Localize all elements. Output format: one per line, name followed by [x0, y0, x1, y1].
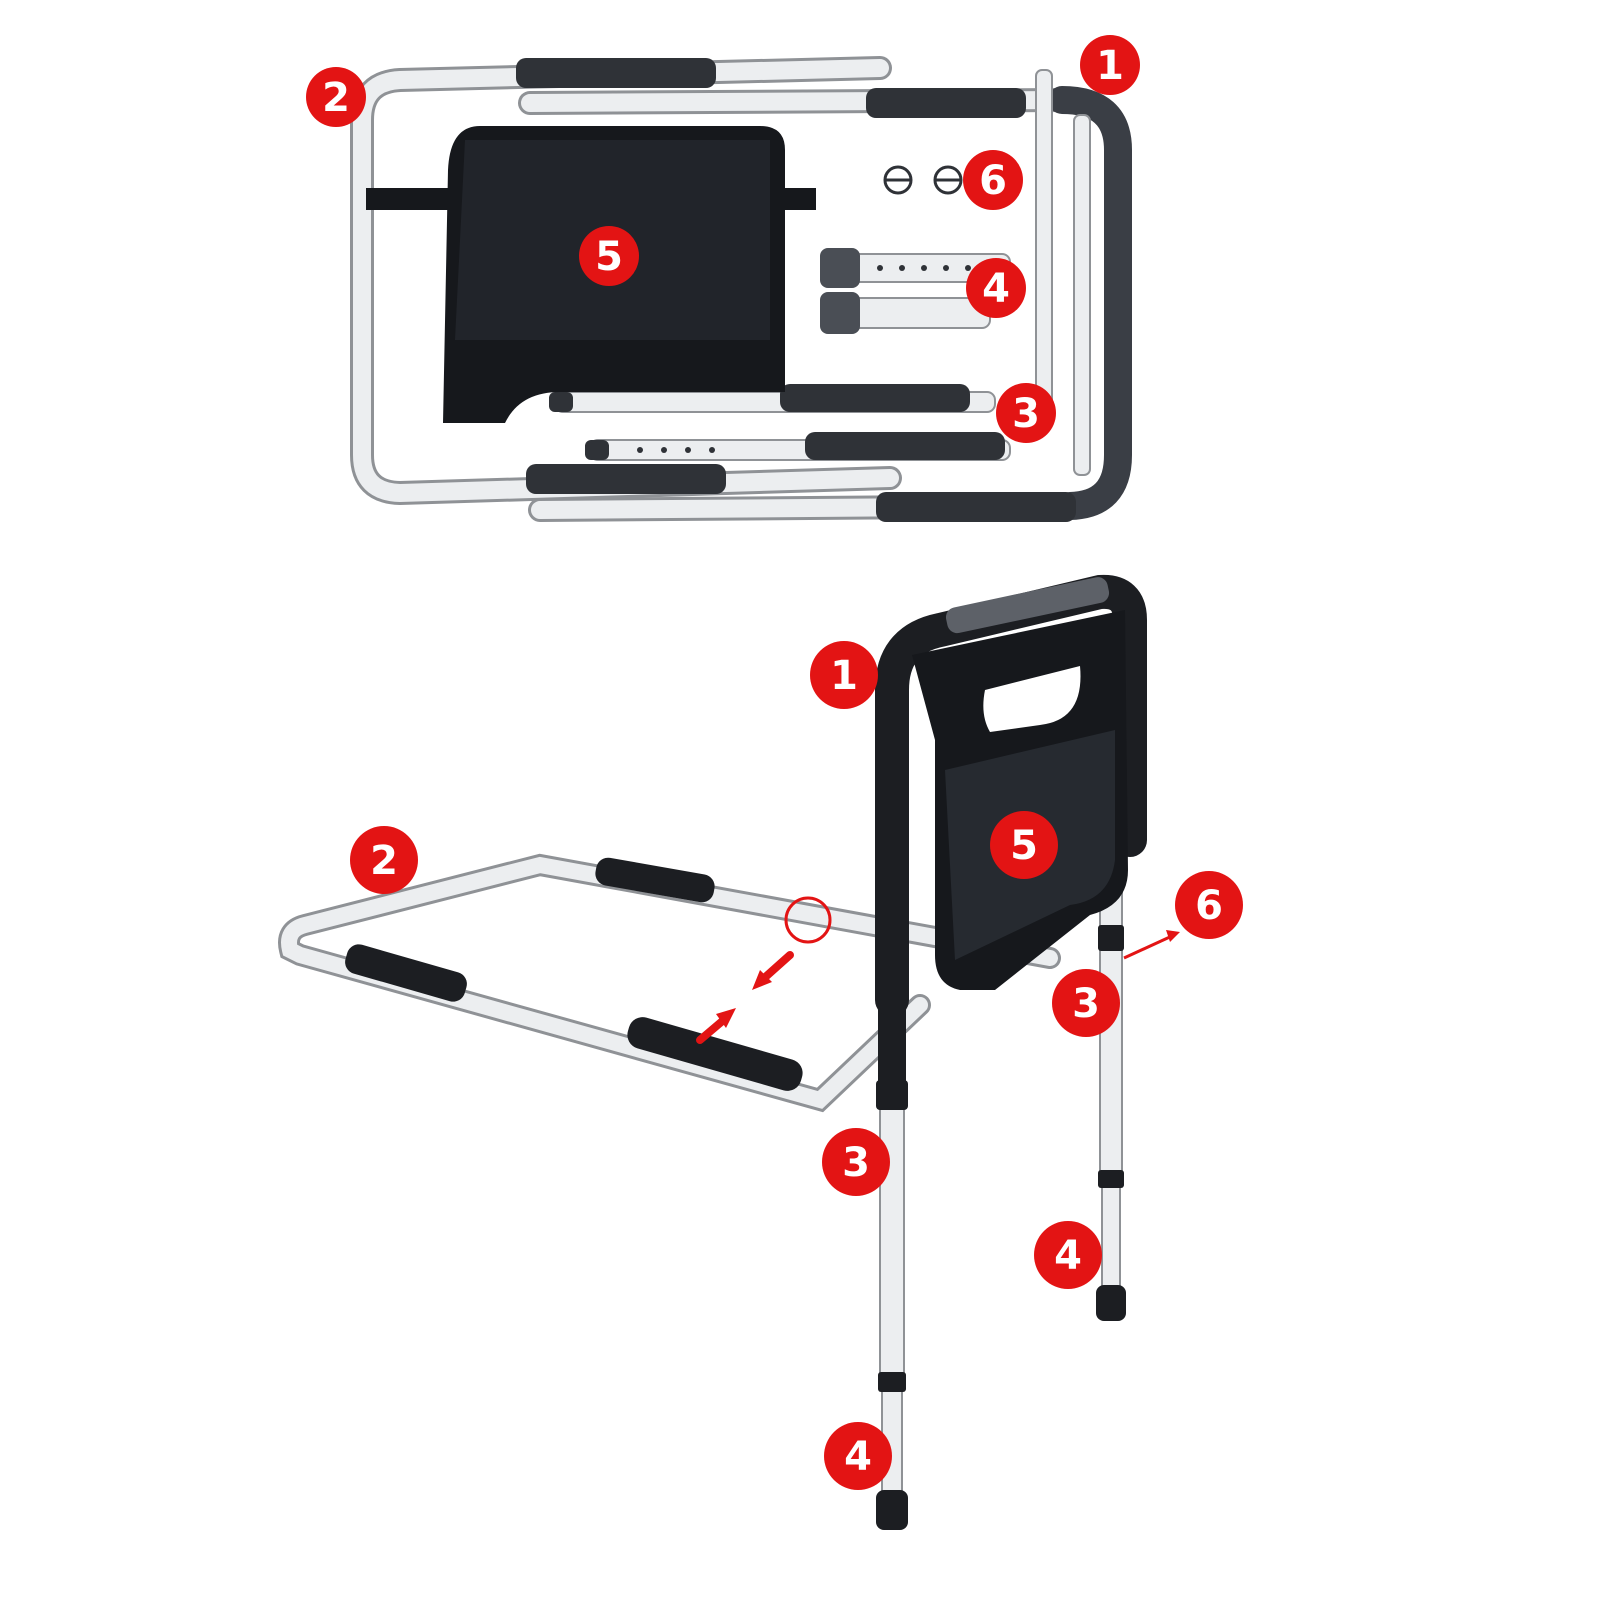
svg-text:1: 1 [1096, 43, 1124, 89]
foam-grip [595, 857, 715, 903]
callout-badge-4-back: 4 [1034, 1221, 1102, 1289]
foam-grip [516, 58, 716, 88]
grab-handle [875, 574, 1147, 1017]
callout-badge-4: 4 [824, 1422, 892, 1490]
callout-badge-2: 2 [350, 826, 418, 894]
callout-badge-3-back: 3 [1052, 969, 1120, 1037]
svg-text:5: 5 [1010, 823, 1038, 869]
base-frame [278, 853, 1061, 1113]
svg-text:2: 2 [322, 75, 350, 121]
foam-grip [876, 492, 1076, 522]
storage-pouch [912, 610, 1128, 990]
callout-badge-6: 6 [963, 150, 1023, 210]
svg-text:1: 1 [830, 653, 858, 699]
foam-grip [627, 1017, 803, 1091]
spring-clip-part [883, 165, 963, 195]
vertical-tube [1035, 69, 1091, 476]
handle-frame-part [518, 86, 1132, 522]
u-frame-part [350, 56, 902, 506]
callout-badge-5: 5 [990, 811, 1058, 879]
foam-grip [526, 464, 726, 494]
disassembled-parts-view: 1 2 3 4 5 6 [306, 35, 1140, 522]
callout-badge-2: 2 [306, 67, 366, 127]
svg-text:6: 6 [1195, 883, 1223, 929]
foam-grip [345, 944, 467, 1002]
svg-text:2: 2 [370, 838, 398, 884]
callout-badge-5: 5 [579, 226, 639, 286]
svg-text:3: 3 [842, 1140, 870, 1186]
svg-text:4: 4 [982, 266, 1010, 312]
callout-badge-1: 1 [810, 641, 878, 709]
callout-badge-3: 3 [996, 383, 1056, 443]
leg-tube-part [549, 384, 1011, 461]
svg-text:3: 3 [1012, 391, 1040, 437]
clip-pointer-arrow [1123, 930, 1180, 960]
callout-badge-3: 3 [822, 1128, 890, 1196]
insertion-arrow [696, 1008, 736, 1044]
callout-badge-1: 1 [1080, 35, 1140, 95]
svg-text:5: 5 [595, 234, 623, 280]
foam-grip [866, 88, 1026, 118]
svg-text:6: 6 [979, 158, 1007, 204]
svg-text:4: 4 [1054, 1233, 1082, 1279]
svg-text:3: 3 [1072, 981, 1100, 1027]
assembled-view: 1 2 3 3 4 4 5 6 [278, 574, 1243, 1530]
insertion-arrow [752, 951, 794, 990]
callout-badge-4: 4 [966, 258, 1026, 318]
svg-text:4: 4 [844, 1434, 872, 1480]
leg-extension-part [820, 248, 1011, 334]
callout-badge-6: 6 [1175, 871, 1243, 939]
pin-hole-highlight [784, 896, 832, 944]
handle-bar-top [945, 577, 1110, 634]
